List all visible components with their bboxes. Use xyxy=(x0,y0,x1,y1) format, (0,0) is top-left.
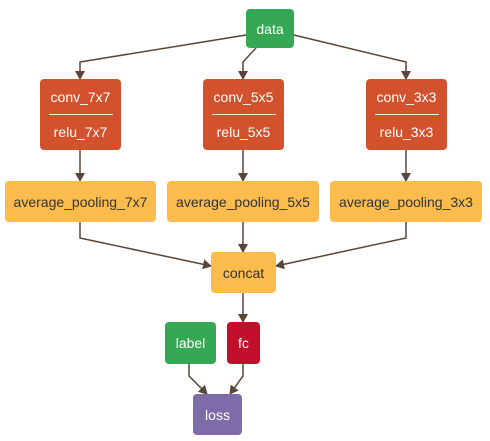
edge-label-to-loss xyxy=(188,364,208,395)
conv7-node-divider xyxy=(48,114,113,115)
conv3-node-top-label: conv_3x3 xyxy=(376,89,437,105)
conv3-node-bottom-label: relu_3x3 xyxy=(379,124,434,140)
pool3-node[interactable]: average_pooling_3x3 xyxy=(330,181,482,222)
pool7-node-label: average_pooling_7x7 xyxy=(13,193,148,210)
conv7-node-bottom-label: relu_7x7 xyxy=(53,124,108,140)
concat-node-label: concat xyxy=(222,264,265,281)
pool5-node[interactable]: average_pooling_5x5 xyxy=(167,181,319,222)
concat-node[interactable]: concat xyxy=(211,252,276,293)
edge-data-to-conv5 xyxy=(238,47,257,80)
label-node[interactable]: label xyxy=(165,322,216,364)
conv5-node-bottom-label: relu_5x5 xyxy=(216,124,271,140)
conv5-node-top-label: conv_5x5 xyxy=(213,89,274,105)
conv3-node[interactable]: conv_3x3 relu_3x3 xyxy=(366,79,447,150)
data-node[interactable]: data xyxy=(246,9,294,48)
pool5-node-label: average_pooling_5x5 xyxy=(176,193,310,210)
conv5-node[interactable]: conv_5x5 relu_5x5 xyxy=(203,79,284,150)
conv7-node[interactable]: conv_7x7 relu_7x7 xyxy=(40,79,121,150)
conv5-node-divider xyxy=(211,114,276,115)
edge-data-to-conv3 xyxy=(293,34,411,80)
conv7-node-top-label: conv_7x7 xyxy=(50,89,111,105)
loss-node-label: loss xyxy=(205,406,230,423)
edge-pool3-to-concat xyxy=(275,222,407,270)
label-node-label: label xyxy=(175,335,206,351)
pool7-node[interactable]: average_pooling_7x7 xyxy=(5,181,156,222)
loss-node[interactable]: loss xyxy=(193,394,242,435)
edge-data-to-conv7 xyxy=(75,34,247,80)
fc-node[interactable]: fc xyxy=(227,322,260,364)
edge-pool7-to-concat xyxy=(79,222,212,270)
data-node-label: data xyxy=(256,20,284,37)
fc-node-label: fc xyxy=(238,335,249,351)
pool3-node-label: average_pooling_3x3 xyxy=(339,193,473,210)
conv3-node-divider xyxy=(374,114,439,115)
edge-fc-to-loss xyxy=(229,364,244,395)
